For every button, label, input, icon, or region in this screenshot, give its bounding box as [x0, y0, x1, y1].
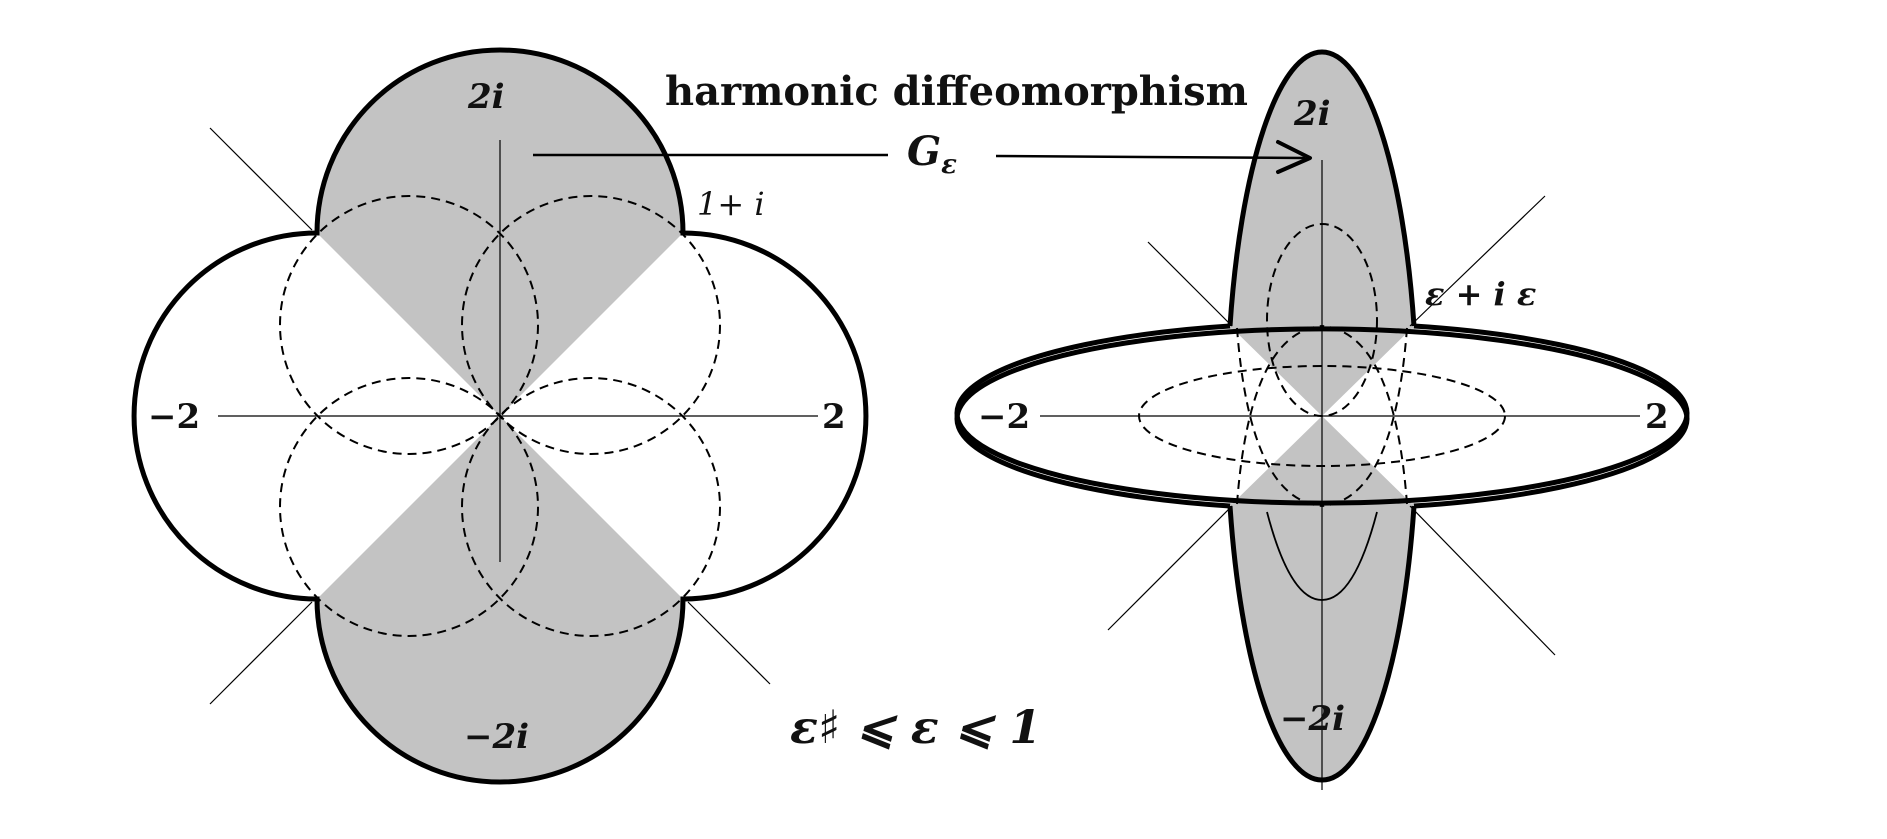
- left-boundary: [131, 47, 869, 785]
- right-label-top: 2i: [1293, 94, 1331, 134]
- left-label-top: 2i: [467, 77, 505, 117]
- right-boundary: [954, 49, 1690, 783]
- right-label-corner: ε + i ε: [1425, 275, 1536, 313]
- parameter-range-label: ε♯ ⩽ ε ⩽ 1: [790, 700, 1041, 754]
- left-label-right: 2: [822, 397, 846, 437]
- left-domain: [131, 47, 869, 785]
- right-label-bottom: −2i: [1280, 699, 1345, 739]
- right-axes: [1040, 160, 1640, 790]
- left-label-corner: 1+ i: [697, 185, 765, 223]
- left-axes: [209, 127, 818, 705]
- left-label-left: −2: [148, 397, 200, 437]
- right-domain: [954, 49, 1690, 790]
- right-label-right: 2: [1645, 397, 1669, 437]
- left-dashed-circles: [279, 195, 721, 637]
- map-arrow: [533, 140, 1312, 174]
- right-label-left: −2: [978, 397, 1030, 437]
- left-label-bottom: −2i: [464, 717, 529, 757]
- map-name-label: harmonic diffeomorphism: [665, 68, 1248, 115]
- map-symbol-label: Gε: [907, 128, 957, 180]
